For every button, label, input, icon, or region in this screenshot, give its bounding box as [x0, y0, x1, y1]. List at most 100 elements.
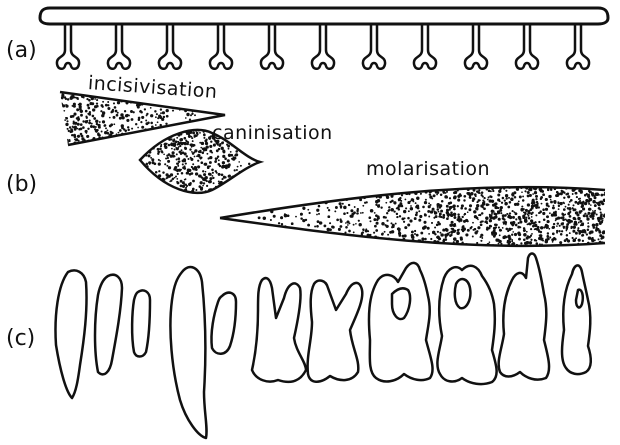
stipple-dot: [299, 241, 301, 243]
stipple-dot: [600, 237, 602, 239]
stipple-dot: [522, 181, 525, 184]
stipple-dot: [389, 180, 391, 182]
stipple-dot: [502, 227, 504, 229]
stipple-dot: [519, 196, 522, 199]
stipple-dot: [567, 195, 570, 198]
stipple-dot: [500, 212, 502, 214]
stipple-dot: [228, 224, 230, 226]
stipple-dot: [159, 99, 162, 102]
stipple-dot: [228, 163, 231, 166]
stipple-dot: [362, 212, 364, 214]
stipple-dot: [489, 241, 491, 243]
stipple-dot: [504, 250, 507, 253]
stipple-dot: [187, 158, 189, 160]
stipple-dot: [327, 207, 329, 209]
stipple-dot: [598, 238, 600, 240]
stipple-dot: [417, 207, 419, 209]
stipple-dot: [412, 200, 414, 202]
tooth-germ: [261, 24, 283, 69]
stipple-dot: [417, 244, 420, 247]
tooth-molar-2: [437, 266, 496, 384]
stipple-dot: [354, 183, 357, 186]
stipple-dot: [469, 204, 472, 207]
stipple-dot: [182, 196, 184, 198]
stipple-dot: [573, 180, 576, 183]
stipple-dot: [433, 194, 436, 197]
stipple-dot: [145, 120, 147, 122]
stipple-dot: [342, 186, 345, 189]
stipple-dot: [335, 206, 338, 209]
stipple-dot: [122, 138, 125, 141]
stipple-dot: [195, 125, 198, 128]
stipple-dot: [334, 252, 337, 255]
stipple-dot: [63, 138, 65, 140]
stipple-dot: [219, 192, 221, 194]
stipple-dot: [155, 140, 158, 143]
stipple-dot: [98, 124, 101, 127]
stipple-dot: [366, 193, 368, 195]
stipple-dot: [356, 183, 358, 185]
stipple-dot: [187, 143, 189, 145]
stipple-dot: [548, 195, 551, 198]
stipple-dot: [189, 173, 192, 176]
stipple-dot: [76, 117, 79, 120]
dental-lamina: [40, 8, 608, 69]
stipple-dot: [173, 129, 176, 132]
stipple-dot: [497, 210, 500, 213]
stipple-dot: [152, 186, 154, 188]
stipple-dot: [453, 213, 456, 216]
stipple-dot: [192, 188, 195, 191]
stipple-dot: [380, 251, 382, 253]
stipple-dot: [157, 148, 160, 151]
stipple-dot: [575, 237, 577, 239]
stipple-dot: [334, 189, 337, 192]
stipple-dot: [601, 194, 604, 197]
stipple-dot: [154, 188, 157, 191]
stipple-dot: [234, 157, 237, 160]
stipple-dot: [531, 216, 533, 218]
stipple-dot: [231, 158, 233, 160]
stipple-dot: [185, 117, 187, 119]
stipple-dot: [535, 250, 538, 253]
stipple-dot: [328, 194, 330, 196]
stipple-dot: [540, 181, 543, 184]
stipple-dot: [166, 109, 169, 112]
stipple-dot: [120, 137, 122, 139]
stipple-dot: [86, 117, 88, 119]
stipple-dot: [287, 248, 289, 250]
stipple-dot: [572, 237, 574, 239]
stipple-dot: [324, 235, 327, 238]
stipple-dot: [158, 114, 161, 117]
stipple-dot: [160, 130, 163, 133]
stipple-dot: [283, 245, 285, 247]
stipple-dot: [559, 225, 561, 227]
stipple-dot: [573, 180, 576, 183]
stipple-dot: [285, 201, 288, 204]
stipple-dot: [373, 218, 376, 221]
stipple-dot: [399, 188, 401, 190]
stipple-dot: [329, 187, 332, 190]
stipple-dot: [196, 197, 199, 200]
stipple-dot: [536, 201, 538, 203]
stipple-dot: [239, 196, 241, 198]
stipple-dot: [87, 113, 89, 115]
stipple-dot: [236, 169, 238, 171]
stipple-dot: [150, 140, 152, 142]
stipple-dot: [85, 120, 88, 123]
stipple-dot: [461, 183, 464, 186]
stipple-dot: [594, 204, 597, 207]
stipple-dot: [182, 159, 185, 162]
stipple-dot: [91, 146, 94, 149]
stipple-dot: [381, 248, 384, 251]
stipple-dot: [340, 207, 342, 209]
stipple-dot: [133, 143, 136, 146]
stipple-dot: [308, 193, 310, 195]
stipple-dot: [512, 224, 514, 226]
stipple-dot: [508, 250, 511, 253]
stipple-dot: [216, 149, 219, 152]
stipple-dot: [209, 138, 211, 140]
stipple-dot: [396, 188, 398, 190]
stipple-dot: [599, 181, 602, 184]
stipple-dot: [441, 249, 443, 251]
stipple-dot: [549, 228, 551, 230]
